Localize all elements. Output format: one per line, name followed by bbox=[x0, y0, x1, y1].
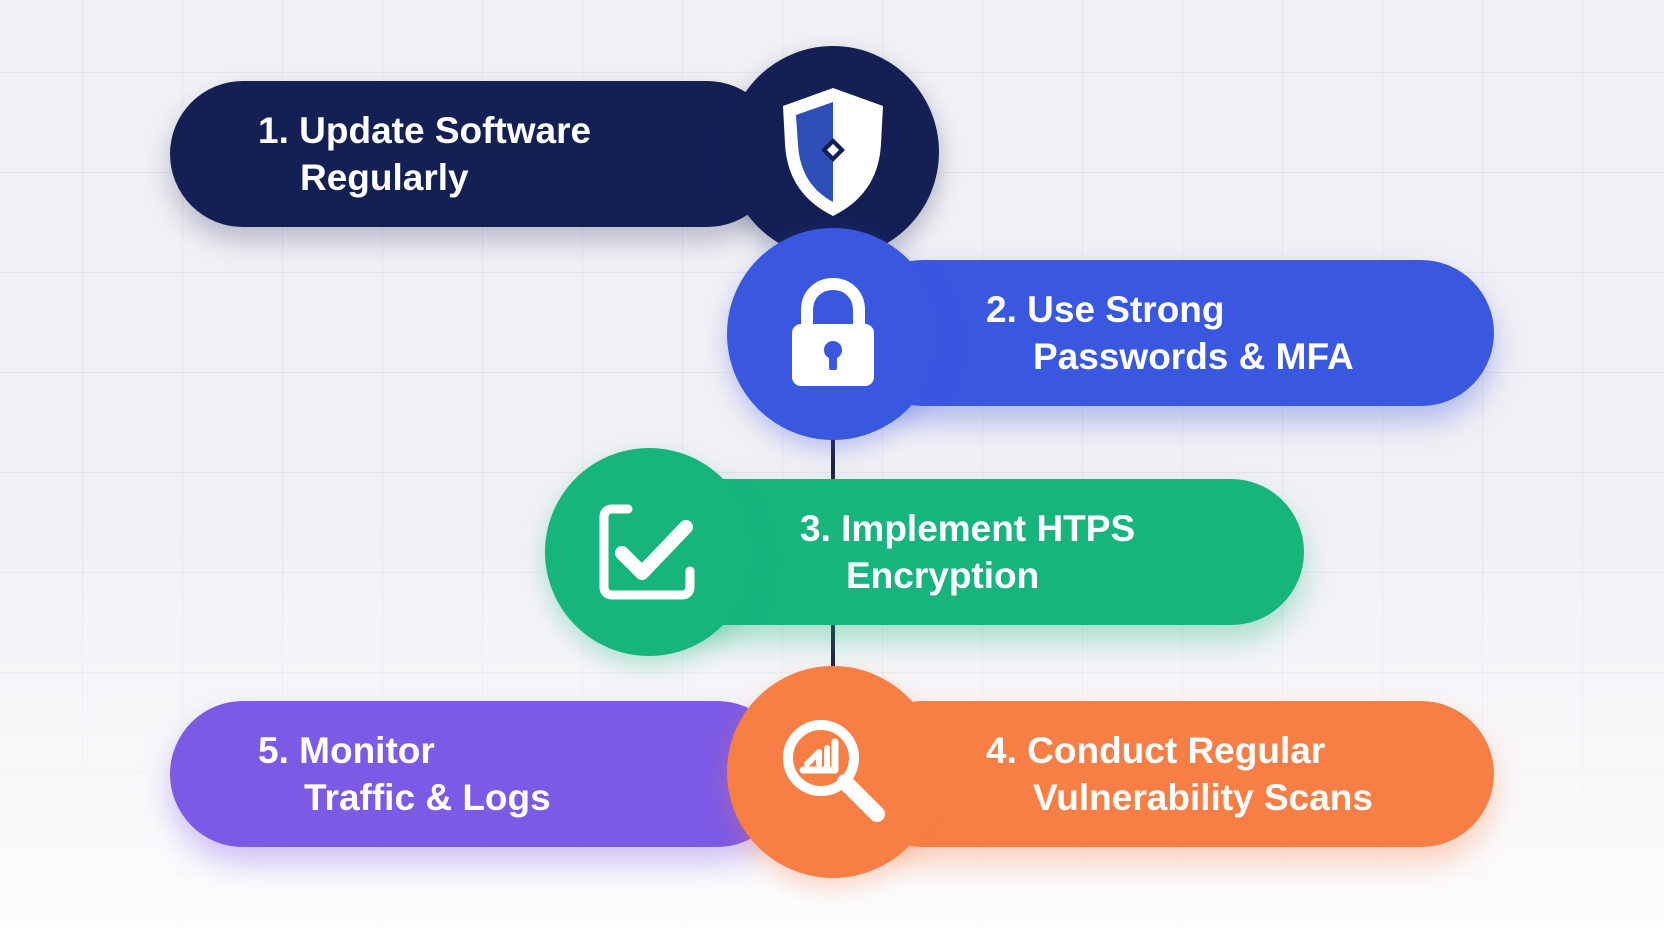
step-1-line1: Update Software bbox=[299, 110, 592, 151]
step-2-card: 2. Use Strong Passwords & MFA bbox=[850, 260, 1494, 406]
step-1-line2: Regularly bbox=[300, 157, 469, 198]
step-5-line2: Traffic & Logs bbox=[304, 777, 551, 818]
step-1-icon-circle bbox=[727, 46, 939, 258]
step-4-label: 4. Conduct Regular Vulnerability Scans bbox=[986, 727, 1373, 821]
step-2-icon-circle bbox=[727, 228, 939, 440]
step-3-icon-circle bbox=[545, 448, 753, 656]
step-2-line2: Passwords & MFA bbox=[1033, 336, 1354, 377]
step-5-number: 5. bbox=[258, 730, 289, 771]
connector-line-3-4 bbox=[831, 622, 835, 674]
step-2-label: 2. Use Strong Passwords & MFA bbox=[986, 286, 1354, 380]
connector-line-2-3 bbox=[831, 430, 835, 486]
step-1-card: 1. Update Software Regularly bbox=[170, 81, 780, 227]
step-3-number: 3. bbox=[800, 508, 831, 549]
step-2-number: 2. bbox=[986, 289, 1017, 330]
lock-icon bbox=[792, 277, 874, 386]
step-4-card: 4. Conduct Regular Vulnerability Scans bbox=[850, 701, 1494, 847]
step-2-line1: Use Strong bbox=[1027, 289, 1225, 330]
step-3-label: 3. Implement HTPS Encryption bbox=[800, 505, 1135, 599]
step-5-card: 5. Monitor Traffic & Logs bbox=[170, 701, 790, 847]
magnifier-icon bbox=[783, 720, 885, 822]
step-4-line2: Vulnerability Scans bbox=[1033, 777, 1373, 818]
step-3-card: 3. Implement HTPS Encryption bbox=[650, 479, 1304, 625]
shield-icon bbox=[783, 88, 883, 216]
step-3-line2: Encryption bbox=[846, 555, 1040, 596]
step-5-label: 5. Monitor Traffic & Logs bbox=[258, 727, 551, 821]
step-4-icon-circle bbox=[727, 666, 939, 878]
step-3-line1: Implement HTPS bbox=[841, 508, 1136, 549]
step-1-label: 1. Update Software Regularly bbox=[258, 107, 591, 201]
checkbox-icon bbox=[599, 504, 695, 600]
step-5-line1: Monitor bbox=[299, 730, 435, 771]
step-4-number: 4. bbox=[986, 730, 1017, 771]
step-1-number: 1. bbox=[258, 110, 289, 151]
step-4-line1: Conduct Regular bbox=[1027, 730, 1326, 771]
